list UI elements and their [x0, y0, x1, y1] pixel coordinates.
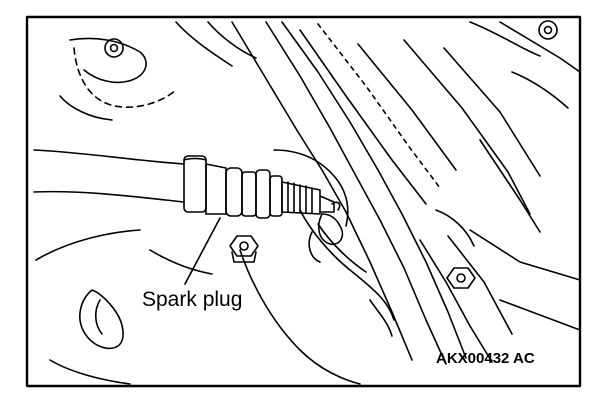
- spark-plug-wire: [33, 149, 185, 203]
- figure-code: AKX00432 AC: [436, 350, 535, 367]
- spark-plug: [183, 155, 344, 263]
- hex-bolt: [229, 235, 259, 263]
- spark-plug-callout: Spark plug: [142, 288, 243, 311]
- figure-frame: [25, 15, 582, 388]
- engine-contours-left: [59, 21, 257, 121]
- engine-bolts: [446, 20, 558, 289]
- callout-leader-line: [184, 217, 221, 285]
- cylinder-head-panel: [231, 21, 581, 365]
- engine-contours-lower: [35, 149, 395, 385]
